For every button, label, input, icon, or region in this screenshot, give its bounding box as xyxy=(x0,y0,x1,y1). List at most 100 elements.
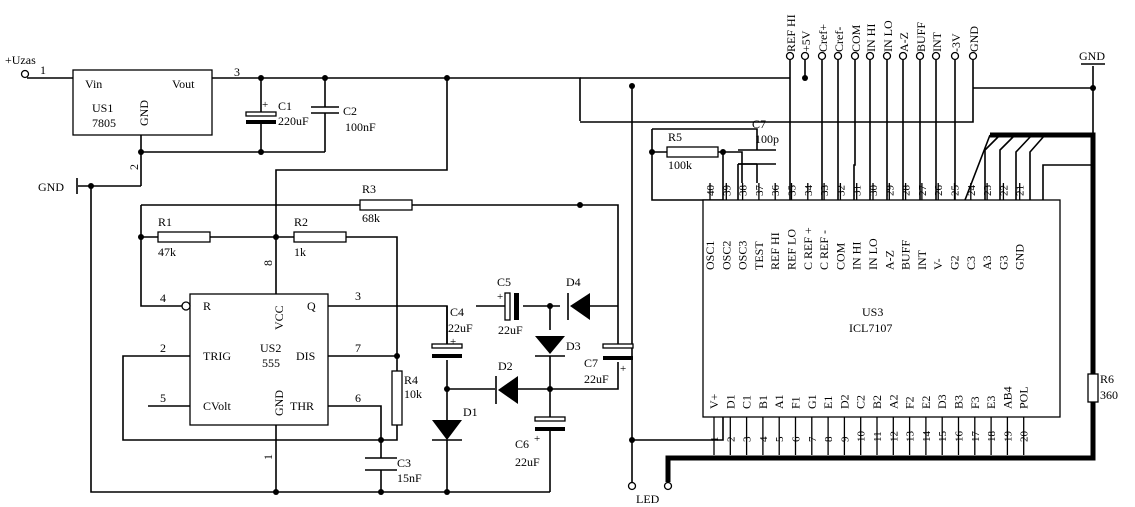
us2-pin-trig: 2 xyxy=(160,341,166,355)
us3-top-pin-38: 38 xyxy=(738,185,750,197)
us3-bottom-label-7: E1 xyxy=(821,396,835,409)
us3-bottom-label-11: A2 xyxy=(886,394,900,409)
us3-bottom-label-13: E2 xyxy=(919,396,933,409)
us1-pin-out: 3 xyxy=(234,65,240,79)
r6-name: R6 xyxy=(1100,372,1114,386)
gnd-right-label: GND xyxy=(1079,49,1105,63)
us2-pin-gnd: 1 xyxy=(261,454,275,460)
us3-top-pin-25: 25 xyxy=(950,185,962,197)
c4-value: 22uF xyxy=(448,321,473,335)
us3-bottom-label-18: AB4 xyxy=(1000,386,1014,409)
c7a-name: C7 xyxy=(584,356,598,370)
us3-bottom-label-3: B1 xyxy=(756,395,770,409)
resistor-r2: R2 1k xyxy=(293,215,347,259)
term-label-2: Cref+ xyxy=(816,24,830,52)
term-in-lo xyxy=(882,51,892,61)
us3-top-label-17: A3 xyxy=(980,255,994,270)
d1-label: D1 xyxy=(463,405,478,419)
led-terminal-b xyxy=(663,481,673,491)
us3-top-label-13: INT xyxy=(915,249,929,270)
c2-name: C2 xyxy=(343,104,357,118)
us3-top-pin-34: 34 xyxy=(803,185,815,197)
c5-value: 22uF xyxy=(498,323,523,337)
us2-gnd: GND xyxy=(272,390,286,416)
us3-top-pin-31: 31 xyxy=(852,185,864,196)
capacitor-c2: C2 100nF xyxy=(311,104,376,134)
us3-bottom-label-16: F3 xyxy=(968,396,982,409)
us3-bottom-pin-5: 5 xyxy=(774,436,786,442)
capacitor-c7-22uf: + C7 22uF xyxy=(584,343,634,386)
us3-top-pin-40: 40 xyxy=(705,185,717,197)
us3-bottom-pin-7: 7 xyxy=(807,436,819,442)
c7b-name: C7 xyxy=(752,117,766,131)
term-label-10: -3V xyxy=(949,33,963,52)
term-label-6: IN LO xyxy=(881,20,895,52)
us2-q: Q xyxy=(307,299,316,313)
us3-bottom-label-17: E3 xyxy=(984,396,998,409)
us3-top-label-6: C REF + xyxy=(801,227,815,270)
us3-bottom-pin-12: 12 xyxy=(888,431,900,442)
r2-value: 1k xyxy=(294,245,306,259)
term-label-3: Cref- xyxy=(832,27,846,52)
c6-name: C6 xyxy=(515,437,529,451)
term-cref-plus xyxy=(817,51,827,61)
us3-top-pin-30: 30 xyxy=(868,185,880,197)
c3-value: 15nF xyxy=(397,471,422,485)
capacitor-c6: + C6 22uF xyxy=(515,416,566,469)
term-label-1: +5V xyxy=(799,30,813,52)
diode-d4: D4 xyxy=(566,275,590,320)
c4-name: C4 xyxy=(450,305,464,319)
d3-label: D3 xyxy=(566,339,581,353)
us3-type: ICL7107 xyxy=(849,321,892,335)
term-a-z xyxy=(898,51,908,61)
us2-thr: THR xyxy=(290,399,314,413)
us3-top-label-16: C3 xyxy=(964,256,978,270)
us3-bottom-label-2: C1 xyxy=(740,395,754,409)
c1-value: 220uF xyxy=(278,114,309,128)
us3-bottom-label-5: F1 xyxy=(789,396,803,409)
us1-type: 7805 xyxy=(92,116,116,130)
us3-bottom-label-19: POL xyxy=(1017,386,1031,409)
us3-bottom-pin-9: 9 xyxy=(839,436,851,442)
c6-value: 22uF xyxy=(515,455,540,469)
wires xyxy=(27,60,1094,493)
us2-dis: DIS xyxy=(296,349,315,363)
us3-top-label-11: A-Z xyxy=(882,250,896,270)
us2-pin-thr: 6 xyxy=(355,391,361,405)
us2-r: R xyxy=(203,299,211,313)
us3-top-label-8: COM xyxy=(833,242,847,270)
c7b-value: 100p xyxy=(755,132,779,146)
us3-top-label-7: C REF - xyxy=(817,230,831,270)
resistor-r6: R6 360 xyxy=(1087,372,1118,403)
us1-vin: Vin xyxy=(85,77,102,91)
us3-top-pin-39: 39 xyxy=(721,185,733,197)
term-label-9: INT xyxy=(930,31,944,52)
c7a-value: 22uF xyxy=(584,372,609,386)
term-label-5: IN HI xyxy=(864,24,878,52)
capacitor-c4: + C4 22uF xyxy=(431,305,473,358)
us2-type: 555 xyxy=(262,356,280,370)
us3-bottom-pin-6: 6 xyxy=(791,436,803,442)
us3-top-label-3: TEST xyxy=(752,241,766,270)
term-label-11: GND xyxy=(967,26,981,52)
us3-bottom-pin-18: 18 xyxy=(986,431,998,443)
svg-text:+: + xyxy=(497,291,503,303)
r4-name: R4 xyxy=(404,373,418,387)
us2-pin-cv: 5 xyxy=(160,391,166,405)
us3-top-label-12: BUFF xyxy=(899,240,913,270)
us3-top-label-9: IN HI xyxy=(850,242,864,270)
led-label: LED xyxy=(636,492,660,506)
us3-bottom-pin-13: 13 xyxy=(905,431,917,443)
regulator-us1: Vin Vout US1 7805 GND 3 2 xyxy=(72,65,240,170)
us3-bottom-pin-3: 3 xyxy=(742,436,754,442)
diode-d2: D2 xyxy=(495,359,518,404)
us1-pin-in: 1 xyxy=(40,63,46,77)
r3-name: R3 xyxy=(362,182,376,196)
resistor-r5: R5 100k xyxy=(666,130,719,172)
us3-bottom-label-4: A1 xyxy=(772,394,786,409)
us3-top-label-15: G2 xyxy=(948,255,962,270)
us2-name: US2 xyxy=(260,341,281,355)
us3-top-pin-33: 33 xyxy=(819,185,831,197)
us3-bottom-label-14: D3 xyxy=(935,394,949,409)
